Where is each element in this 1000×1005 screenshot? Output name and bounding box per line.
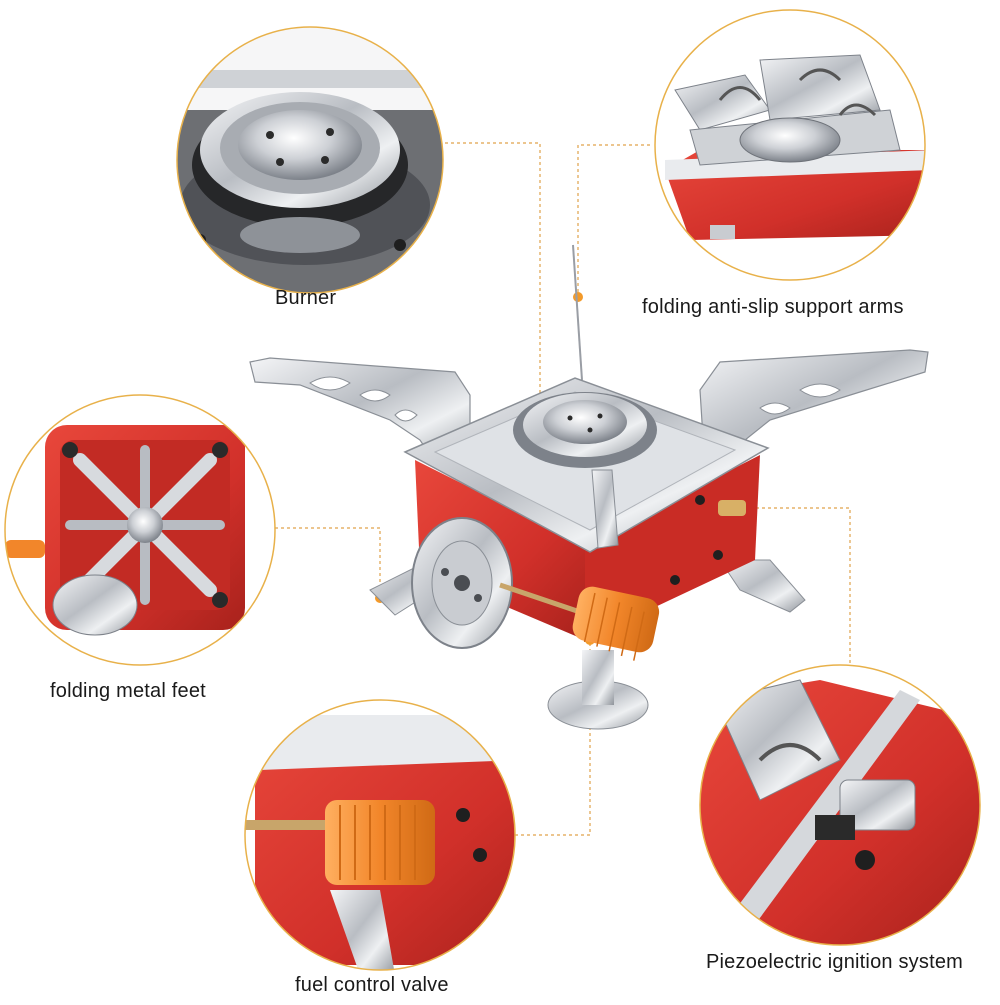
dot-arms [573,292,583,302]
leader-ignition [738,507,851,665]
burner-closeup-image [176,26,444,294]
label-support-arms: folding anti-slip support arms [642,296,904,318]
leader-burner [445,142,541,400]
leader-valve [515,640,591,836]
portable-camping-stove-image [249,244,929,730]
leader-lines [275,142,851,836]
label-fuel-valve: fuel control valve [295,974,449,996]
main-ignition-button [718,500,746,516]
label-burner: Burner [275,287,337,309]
label-ignition: Piezoelectric ignition system [706,951,964,973]
label-metal-feet: folding metal feet [50,680,206,702]
leader-feet [275,527,381,598]
valve-knob-closeup-image [244,699,516,971]
leader-arms [577,144,650,295]
right-foot [719,559,806,613]
support-arms-closeup-image [654,9,926,281]
stove-underside-closeup-image [4,394,276,666]
ignition-button-closeup-image [699,664,981,946]
